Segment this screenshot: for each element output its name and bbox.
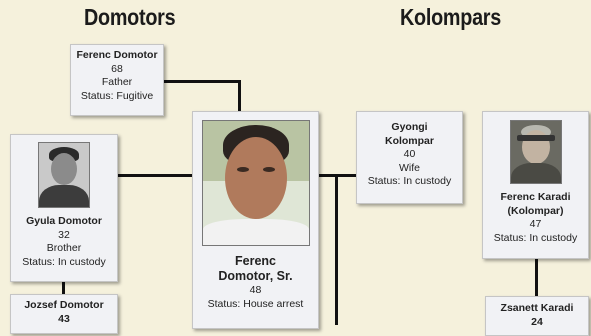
connector-father-down [163,80,241,83]
person-status: Status: House arrest [207,297,304,310]
person-name-line2: Kolompar [384,134,434,147]
kolompars-heading: Kolompars [400,4,501,30]
portrait-photo [201,120,310,246]
person-age: 24 [531,315,543,328]
portrait-photo [38,142,90,208]
person-name: Zsanett Karadi [500,302,574,314]
card-jozsef-domotor: Jozsef Domotor 43 [10,294,118,334]
person-name-line2: (Kolompar) [507,204,564,217]
person-age: 43 [58,312,70,325]
card-zsanett-karadi: Zsanett Karadi 24 [485,296,589,336]
person-role: Father [101,76,133,88]
person-name-line1: Ferenc [235,254,276,268]
person-age: 48 [249,284,262,296]
card-gyongi-kolompar: Gyongi Kolompar 40 Wife Status: In custo… [356,111,463,204]
connector-sr-gyongi [318,174,358,177]
person-name-line1: Ferenc Karadi [500,191,571,203]
person-status: Status: In custody [493,231,578,244]
connector-gyula-sr [117,174,193,177]
card-ferenc-domotor: Ferenc Domotor 68 Father Status: Fugitiv… [70,44,164,116]
person-age: 68 [111,62,123,75]
person-role: Wife [399,161,420,174]
card-ferenc-domotor-sr: Ferenc Domotor, Sr. 48 Status: House arr… [192,111,319,329]
person-name: Gyula Domotor [26,215,102,227]
portrait-photo [509,120,562,184]
person-age: 32 [58,228,70,241]
person-status: Status: Fugitive [80,89,154,102]
person-name-line2: Domotor, Sr. [218,269,293,283]
person-age: 40 [403,148,416,160]
person-name: Ferenc Domotor [76,49,158,61]
person-name: Jozsef Domotor [24,299,104,311]
person-name-line1: Gyongi [391,121,428,133]
person-status: Status: In custody [367,175,452,187]
person-role: Brother [46,242,82,254]
domotors-heading: Domotors [84,4,176,30]
person-age: 47 [529,218,542,230]
person-status: Status: In custody [22,255,106,268]
card-gyula-domotor: Gyula Domotor 32 Brother Status: In cust… [10,134,118,282]
connector-sr-children [335,174,338,325]
card-ferenc-karadi: Ferenc Karadi (Kolompar) 47 Status: In c… [482,111,589,259]
connector-karadi-zsanett [535,258,538,298]
connector-father-vertical [238,80,241,112]
connector-gyula-jozsef [62,280,65,296]
